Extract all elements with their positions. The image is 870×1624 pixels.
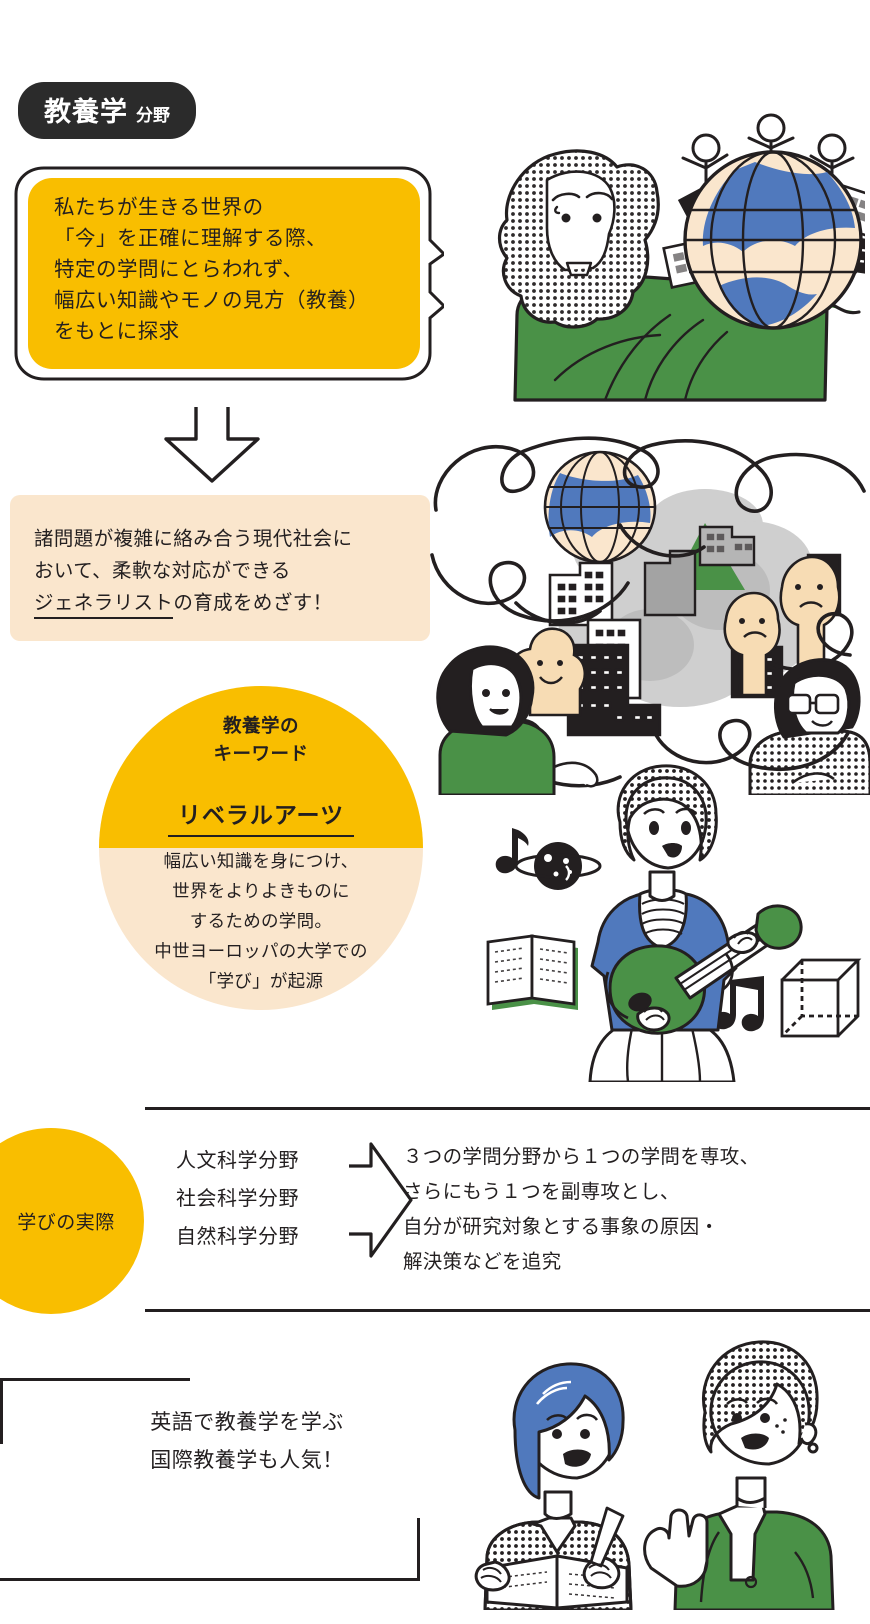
circle-top-half <box>99 686 423 848</box>
circle-body: 幅広い知識を身につけ、 世界をよりよきものに するための学問。 中世ヨーロッパの… <box>99 846 423 996</box>
bottom-bracket-top <box>0 1378 190 1381</box>
goal-line-3-rest: の育成をめざす！ <box>173 592 333 614</box>
learning-label: 学びの実際 <box>17 1212 115 1234</box>
bottom-note: 英語で教養学を学ぶ 国際教養学も人気！ <box>82 1404 412 1480</box>
bottom-bracket-bottom <box>0 1578 420 1581</box>
learning-field-3: 自然科学分野 <box>176 1226 299 1248</box>
bubble-line-1: 私たちが生きる世界の <box>54 196 264 219</box>
goal-line-1: 諸問題が複雑に絡み合う現代社会に <box>34 528 353 550</box>
learning-desc-line-3: 自分が研究対象とする事象の原因・ <box>403 1216 720 1238</box>
circle-title-line-2: キーワード <box>213 743 309 764</box>
bottom-note-line-2: 国際教養学も人気！ <box>150 1449 344 1472</box>
learning-bottom-divider <box>145 1309 870 1312</box>
circle-body-line-3: するための学問。 <box>189 911 333 931</box>
bubble-line-2: 「今」を正確に理解する際、 <box>54 227 327 250</box>
woman-playing-lute-illustration <box>462 762 862 1082</box>
bubble-line-5: をもとに探求 <box>54 320 180 343</box>
circle-divider <box>168 835 354 838</box>
circle-keyword: リベラルアーツ <box>177 802 345 828</box>
bubble-text: 私たちが生きる世界の 「今」を正確に理解する際、 特定の学問にとらわれず、 幅広… <box>54 192 414 347</box>
tangled-society-problems-illustration <box>420 415 870 795</box>
goal-line-3: ジェネラリストの育成をめざす！ <box>34 587 424 619</box>
learning-desc-line-4: 解決策などを追究 <box>403 1251 562 1273</box>
circle-body-line-5: 「学び」が起源 <box>198 971 324 991</box>
learning-label-badge: 学びの実際 <box>0 1128 144 1314</box>
badge-suffix: 分野 <box>136 106 170 125</box>
bubble-line-4: 幅広い知識やモノの見方（教養） <box>54 289 369 312</box>
bubble-line-3: 特定の学問にとらわれず、 <box>54 258 304 281</box>
learning-field-2: 社会科学分野 <box>176 1188 299 1210</box>
learning-desc-line-2: さらにもう１つを副専攻とし、 <box>403 1181 680 1203</box>
bottom-bracket-left <box>0 1378 3 1444</box>
learning-desc-line-1: ３つの学問分野から１つの学問を専攻、 <box>403 1146 760 1168</box>
badge-title: 教養学 <box>44 97 128 127</box>
circle-body-line-2: 世界をよりよきものに <box>172 881 350 901</box>
down-arrow-icon <box>152 405 272 490</box>
right-arrow-icon <box>345 1140 415 1265</box>
goal-line-2: おいて、柔軟な対応ができる <box>34 560 291 582</box>
section-badge: 教養学 分野 <box>18 82 196 139</box>
generalist-keyword: ジェネラリスト <box>34 592 174 619</box>
learning-description: ３つの学問分野から１つの学問を専攻、 さらにもう１つを副専攻とし、 自分が研究対… <box>403 1140 863 1280</box>
learning-top-divider <box>145 1107 870 1110</box>
bottom-bracket-right <box>417 1518 420 1581</box>
two-students-talking-illustration <box>465 1320 865 1610</box>
bottom-note-line-1: 英語で教養学を学ぶ <box>150 1411 344 1434</box>
philosopher-holding-globe-illustration <box>455 100 865 430</box>
circle-title-line-1: 教養学の <box>222 715 299 736</box>
keyword-circle: 教養学の キーワード リベラルアーツ 幅広い知識を身につけ、 世界をよりよきもの… <box>99 686 423 1010</box>
circle-title: 教養学の キーワード <box>99 712 423 768</box>
goal-box: 諸問題が複雑に絡み合う現代社会に おいて、柔軟な対応ができる ジェネラリストの育… <box>10 495 430 641</box>
goal-text: 諸問題が複雑に絡み合う現代社会に おいて、柔軟な対応ができる ジェネラリストの育… <box>34 523 424 619</box>
learning-field-1: 人文科学分野 <box>176 1150 299 1172</box>
circle-body-line-4: 中世ヨーロッパの大学での <box>154 941 368 961</box>
intro-speech-bubble: 私たちが生きる世界の 「今」を正確に理解する際、 特定の学問にとらわれず、 幅広… <box>14 166 444 381</box>
circle-body-line-1: 幅広い知識を身につけ、 <box>163 851 359 871</box>
learning-fields-list: 人文科学分野 社会科学分野 自然科学分野 <box>176 1142 299 1256</box>
